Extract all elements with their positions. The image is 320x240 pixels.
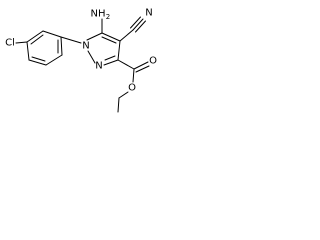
ring-bond (60, 36, 63, 56)
ring-double-bond (31, 56, 46, 62)
c-cn-bond (119, 29, 134, 42)
ring-ester-bond (117, 59, 135, 70)
carbonyl-double-bond (135, 65, 150, 73)
o-ch2-bond (118, 91, 129, 99)
ring-bond (101, 32, 121, 42)
ring-bond (117, 40, 121, 61)
n2-label: N (95, 61, 102, 72)
ring-bond (42, 30, 62, 38)
ring-double-bond (104, 55, 116, 61)
chlorine-label: Cl (5, 38, 15, 49)
ring-bond (28, 59, 47, 66)
ring-bond (26, 41, 30, 61)
ring-bond (26, 30, 44, 43)
nitrile-triple-bond (130, 16, 141, 29)
aryl-n-bond (60, 36, 82, 44)
ring-bond (103, 59, 119, 66)
ring-bond (87, 50, 96, 64)
chemical-structure-diagram: Cl N N NH 2 N O O (5, 8, 157, 113)
ring-bond (86, 32, 103, 41)
pyrazole-ring (86, 32, 121, 66)
ring-double-bond (101, 36, 117, 44)
nitrile-triple-bond (135, 20, 146, 33)
c-cl-bond (15, 41, 28, 44)
c-o-ether-bond (132, 68, 135, 83)
ring-bond (45, 54, 63, 66)
nitrile-triple-bond (132, 18, 144, 31)
ring-double-bond (30, 34, 44, 45)
ch2-ch3-bond (117, 97, 120, 113)
amine-subscript: 2 (106, 13, 110, 21)
carbonyl-o-label: O (149, 56, 157, 67)
chlorophenyl-ring (26, 30, 63, 66)
carbonyl-double-bond (133, 61, 149, 70)
ether-o-label: O (128, 83, 136, 94)
amine-label: NH (91, 9, 106, 20)
nitrile-n-label: N (145, 8, 152, 19)
n1-label: N (82, 41, 89, 52)
